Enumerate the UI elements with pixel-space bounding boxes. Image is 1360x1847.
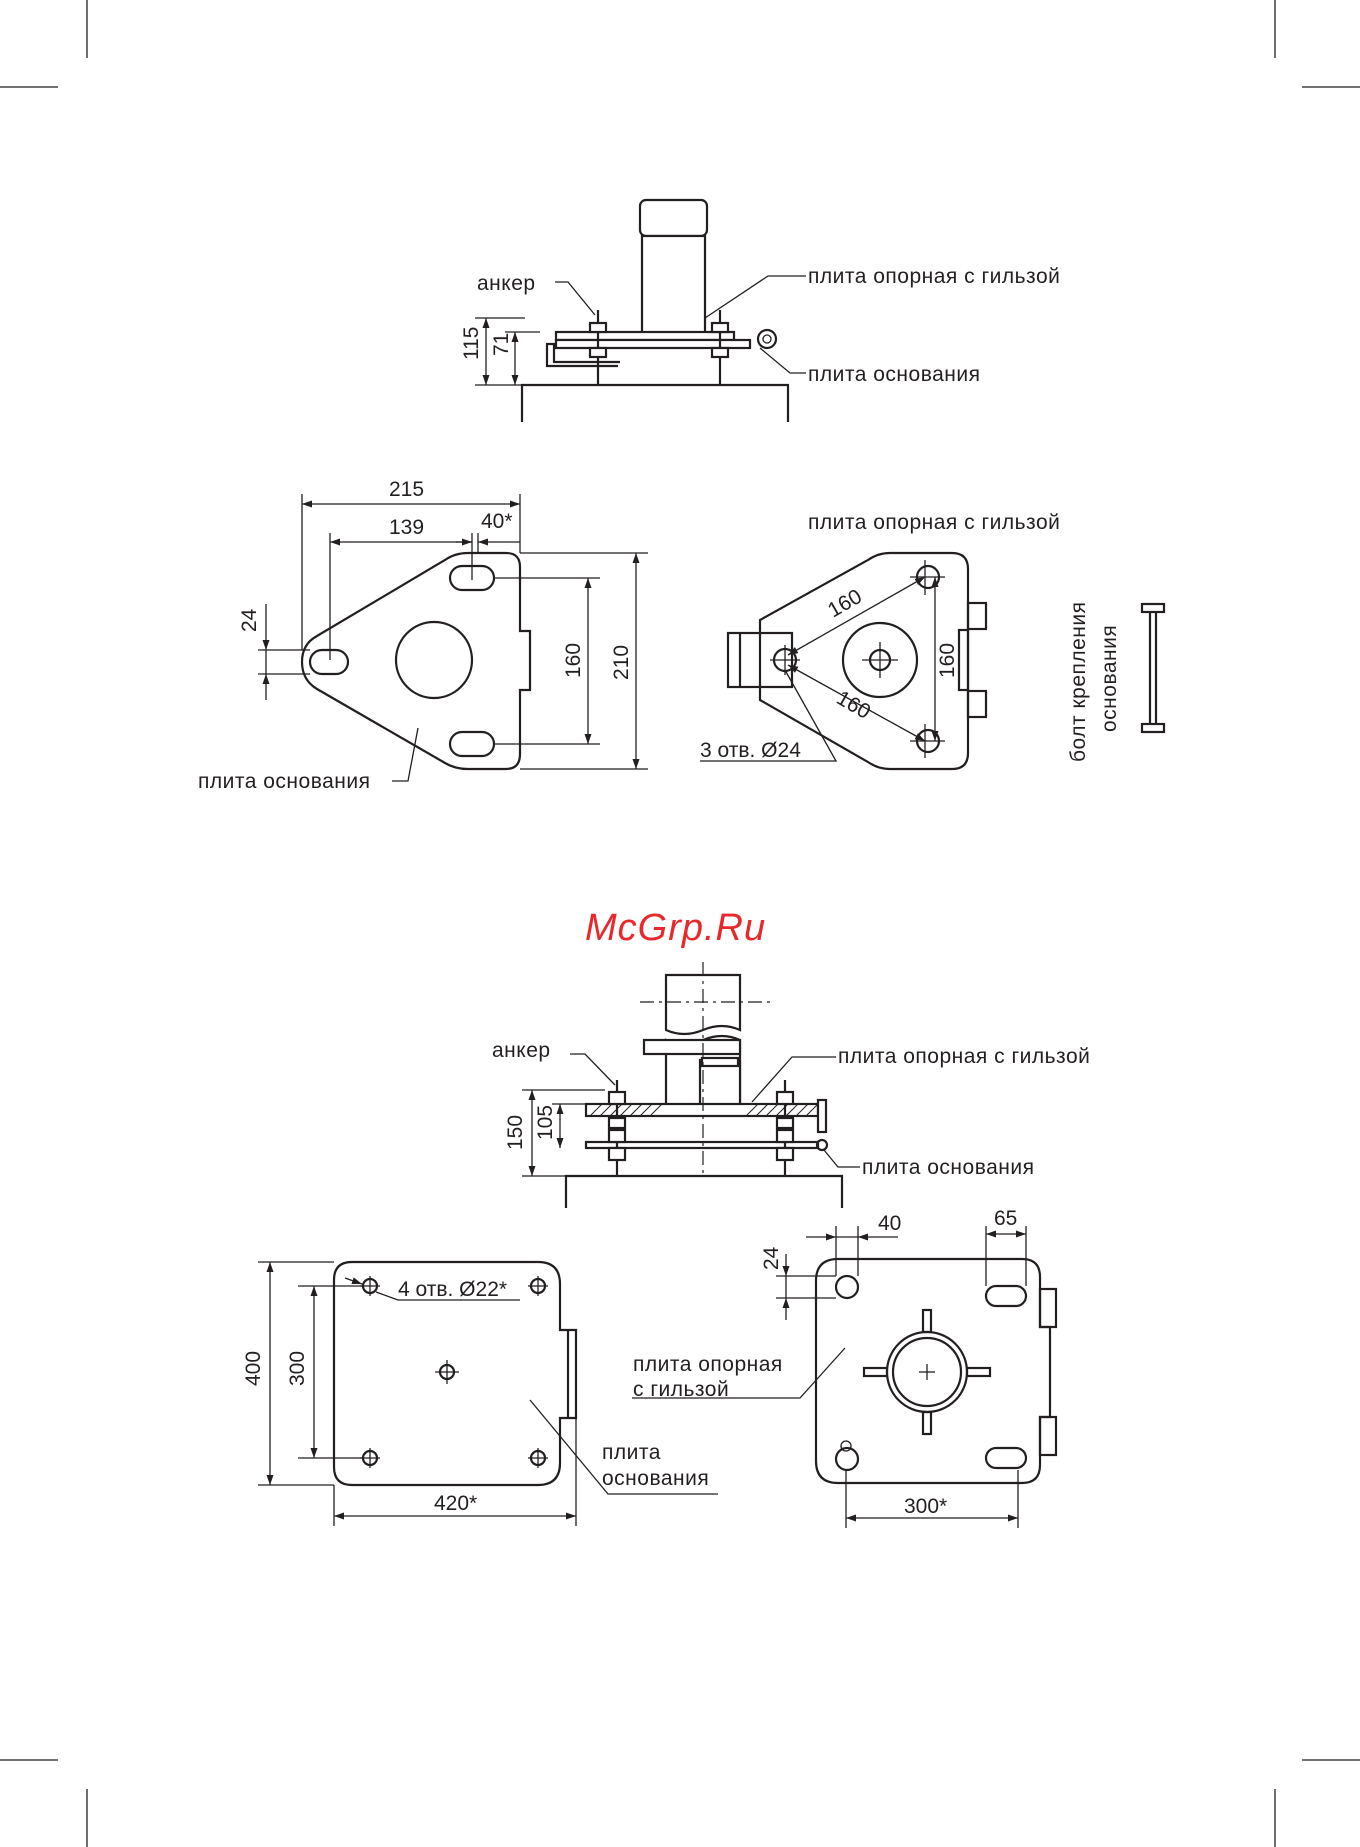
fig2-dim-420: 420* [434, 1492, 477, 1515]
fig1-dim-210: 210 [610, 645, 633, 680]
fig2-support-plate-plan [632, 1226, 1058, 1528]
fig2-base-plate-label: плита основания [862, 1156, 1035, 1179]
fig2-side-view [522, 962, 860, 1208]
fig1-plan-base-plate-label: плита основания [198, 770, 371, 793]
fig1-support-holes: 3 отв. Ø24 [700, 739, 801, 762]
bolt-label-line2: основания [1098, 625, 1121, 732]
fig2-base-plate-plan [258, 1260, 718, 1526]
fig2-dim-300: 300 [286, 1351, 309, 1386]
fig1-support-dim-160-c: 160 [936, 643, 959, 678]
fig1-dim-71: 71 [490, 333, 513, 356]
fig2-dim-400: 400 [242, 1351, 265, 1386]
fig1-support-plate-label: плита опорная с гильзой [808, 265, 1060, 288]
fig1-dim-139: 139 [389, 516, 424, 539]
fig1-base-plate-label: плита основания [808, 363, 981, 386]
fig2-support-plate-label: плита опорная с гильзой [838, 1045, 1090, 1068]
fig1-support-plate-plan [700, 551, 988, 771]
fig2-anchor-label: анкер [492, 1039, 551, 1062]
fig2-base-label-line2: основания [602, 1467, 709, 1490]
bolt-label-line1: болт крепления [1067, 601, 1090, 762]
fig1-dim-24: 24 [238, 608, 261, 632]
fig2-support-label-line1: плита опорная [633, 1353, 783, 1376]
fig2-support-dim-40: 40 [878, 1212, 901, 1235]
fig2-support-dim-65: 65 [994, 1207, 1017, 1230]
fig1-support-dim-160-b: 160 [833, 686, 875, 723]
fig1-support-dim-160-a: 160 [824, 585, 866, 622]
fig2-dim-150: 150 [504, 1115, 527, 1150]
fig1-base-plate-plan [258, 494, 648, 782]
fig1-anchor-label: анкер [477, 272, 536, 295]
fig1-support-title: плита опорная с гильзой [808, 511, 1060, 534]
bolt-drawing [1140, 602, 1166, 734]
fig2-base-label-line1: плита [602, 1441, 661, 1464]
fig1-dim-115: 115 [460, 327, 483, 360]
fig1-dim-40: 40* [481, 510, 513, 533]
fig2-support-label-line2: с гильзой [633, 1378, 729, 1401]
fig1-side-view [475, 198, 806, 422]
fig1-dim-215: 215 [389, 478, 424, 501]
fig2-support-dim-24: 24 [760, 1246, 783, 1270]
fig2-dim-105: 105 [534, 1105, 557, 1140]
fig2-base-holes: 4 отв. Ø22* [398, 1278, 507, 1301]
fig2-support-dim-300: 300* [904, 1495, 947, 1518]
watermark: McGrp.Ru [585, 907, 766, 949]
fig1-dim-160: 160 [562, 643, 585, 678]
